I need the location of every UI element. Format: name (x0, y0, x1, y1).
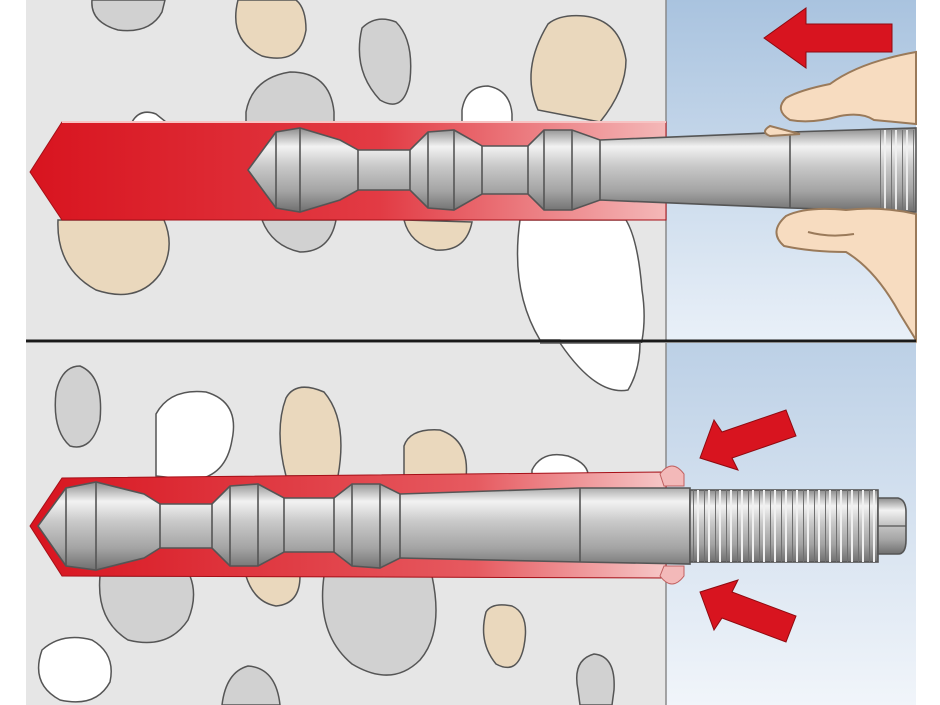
extruded-mortar-upper (659, 465, 685, 487)
mortar-press-arrow-lower (699, 579, 797, 643)
top-anchor-rod (247, 127, 917, 213)
extruded-mortar-lower (659, 565, 685, 585)
hand-icon (764, 50, 917, 344)
bottom-aggregate-stones (37, 365, 615, 705)
top-rod-thread (880, 130, 916, 210)
bottom-anchor-rod (37, 481, 691, 571)
bottom-rod-threaded-end (689, 489, 907, 563)
top-aggregate-stones (57, 0, 645, 383)
bottom-panel-installed (26, 342, 916, 705)
mortar-press-arrow-upper (699, 409, 797, 471)
top-panel-insertion (26, 0, 917, 383)
pull-direction-arrow (763, 7, 893, 69)
